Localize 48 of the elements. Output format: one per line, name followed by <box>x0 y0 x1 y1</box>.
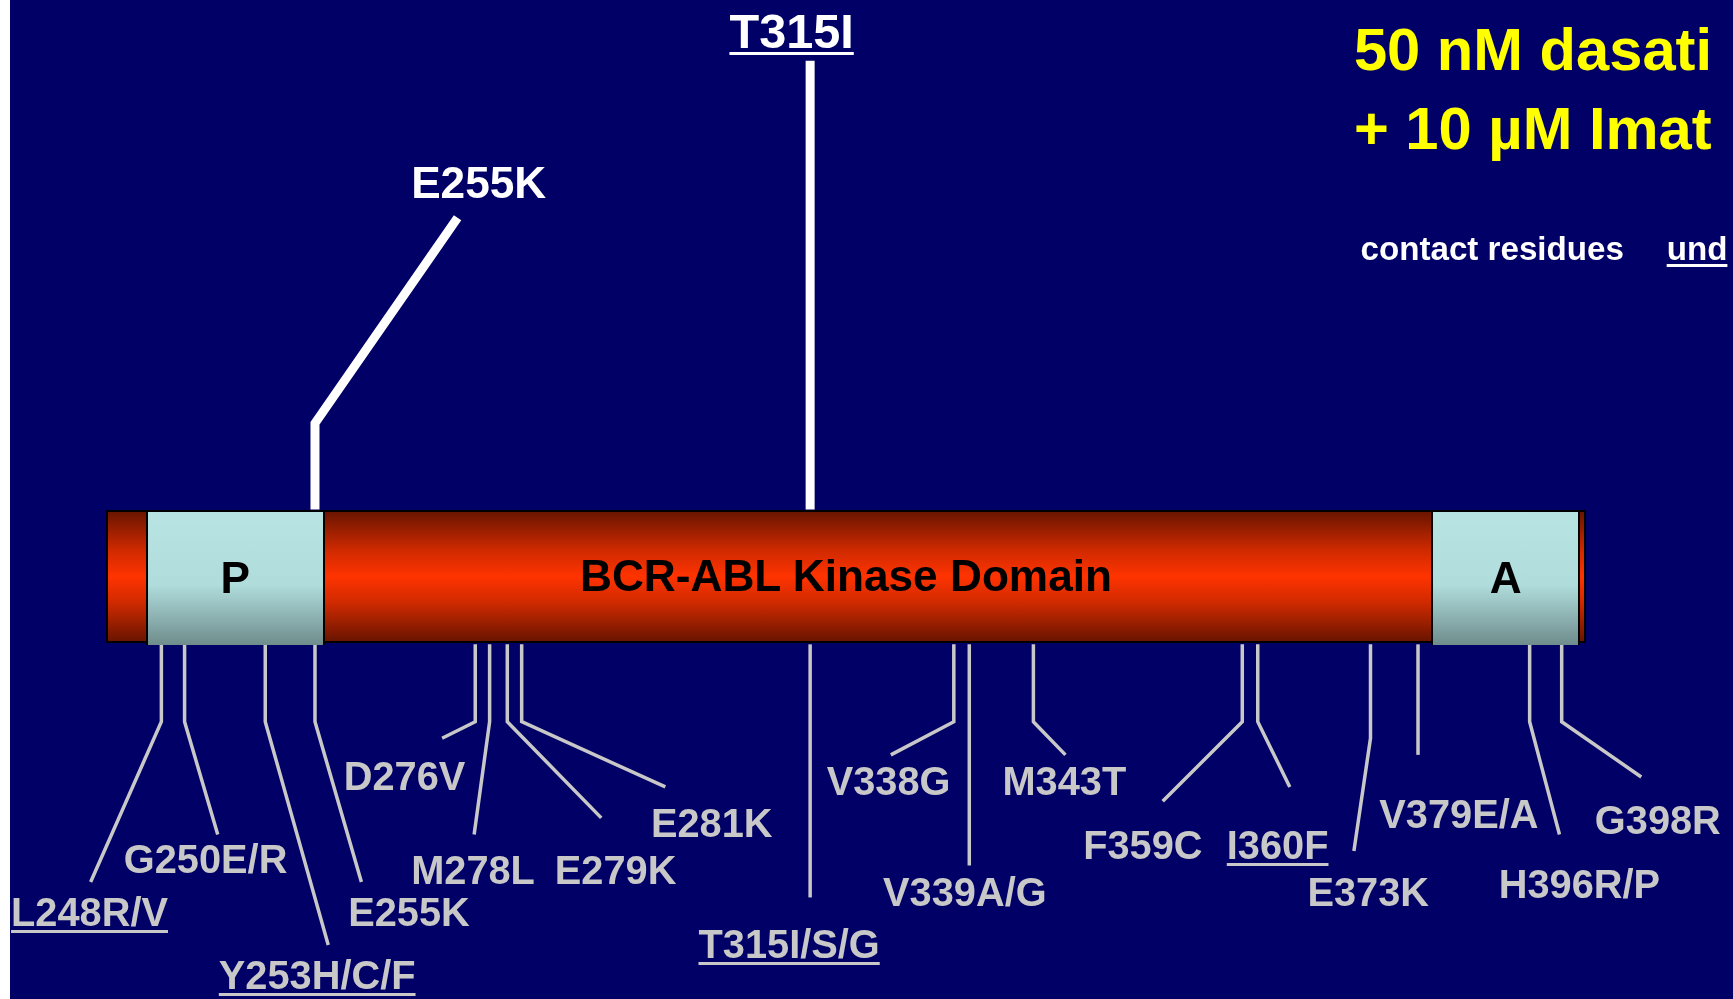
mutation-label: L248R/V <box>11 893 168 933</box>
kinase-domain-bar <box>106 509 1586 644</box>
mutation-label: D276V <box>343 757 466 797</box>
leader-line <box>263 644 330 946</box>
leader-line <box>310 215 462 510</box>
leader-line <box>808 644 812 898</box>
mutation-label: E281K <box>650 803 773 844</box>
leader-line <box>1416 644 1420 755</box>
heading-text: contact residues <box>1360 232 1624 266</box>
leader-line <box>519 644 667 789</box>
mutation-label: V379E/A <box>1379 794 1539 835</box>
mutation-label: E255K <box>348 893 470 933</box>
mutation-label: G250E/R <box>123 839 288 880</box>
leader-line <box>1352 644 1373 852</box>
mutation-label: G398R <box>1594 801 1721 842</box>
leader-line <box>1256 644 1292 788</box>
leader-line <box>1559 644 1643 779</box>
heading-text: 50 nM dasati <box>1353 19 1713 80</box>
mutation-label: E373K <box>1307 873 1430 913</box>
mutation-label: V338G <box>826 761 951 802</box>
mutation-label: I360F <box>1226 825 1329 866</box>
leader-line <box>472 644 492 835</box>
domain-region: P <box>145 511 325 646</box>
mutation-label: M278L <box>411 851 535 891</box>
leader-line <box>89 644 164 883</box>
leader-line <box>441 644 477 740</box>
domain-region: A <box>1431 511 1581 646</box>
mutation-label: Y253H/C/F <box>218 956 416 996</box>
mutation-label: F359C <box>1083 825 1203 866</box>
leader-line <box>1161 644 1245 803</box>
leader-line <box>313 644 364 883</box>
leader-line <box>967 644 972 866</box>
heading-text: + 10 µM Imat <box>1353 99 1712 160</box>
mutation-label: M343T <box>1002 761 1127 802</box>
mutation-label: T315I/S/G <box>698 925 880 965</box>
mutation-label: V339A/G <box>883 873 1047 913</box>
mutation-label: H396R/P <box>1498 865 1661 906</box>
leader-line <box>1031 644 1067 757</box>
leader-line <box>1527 644 1562 835</box>
leader-line <box>505 644 603 820</box>
domain-title: BCR-ABL Kinase Domain <box>580 550 1112 603</box>
mutation-label: T315I <box>729 6 854 56</box>
heading-text: und <box>1666 232 1728 266</box>
leader-line <box>805 60 815 510</box>
leader-line <box>182 644 220 835</box>
mutation-label: E279K <box>554 851 677 891</box>
mutation-label: E255K <box>411 161 547 206</box>
leader-line <box>890 644 956 757</box>
